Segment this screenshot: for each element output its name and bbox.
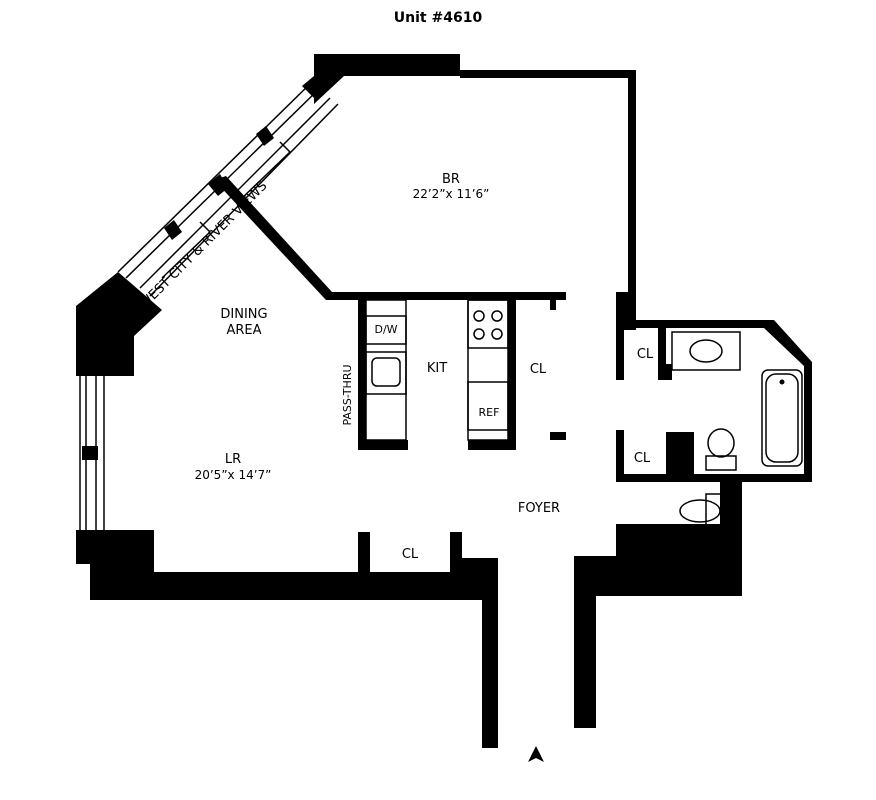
sink-bottom	[636, 545, 668, 569]
dishwasher	[365, 315, 407, 345]
refrigerator	[467, 381, 509, 431]
unit-title: Unit #4610	[394, 10, 483, 26]
kit-label: KIT	[427, 361, 447, 376]
br-dims: 22’2”x 11’6”	[413, 187, 490, 201]
toilet	[707, 428, 735, 458]
toilet-tank	[705, 493, 723, 529]
dining-label-line1: DINING	[220, 307, 267, 322]
cl-lr-label: CL	[402, 547, 419, 562]
sink	[371, 357, 401, 387]
foyer-label: FOYER	[518, 501, 560, 516]
sink-top	[689, 339, 723, 363]
passthru-label: PASS-THRU	[341, 364, 354, 425]
br-label: BR	[442, 172, 460, 187]
toilet-bowl	[679, 499, 721, 523]
stove	[467, 299, 509, 349]
bathtub	[761, 369, 803, 467]
walls	[76, 54, 812, 748]
bath-fixtures	[627, 331, 803, 575]
vanity-top	[671, 331, 741, 371]
cl-bath-bottom-label: CL	[634, 451, 651, 466]
window-walls	[79, 76, 339, 530]
cl-kitchen-label: CL	[530, 362, 547, 377]
lr-dims: 20’5”x 14’7”	[195, 468, 272, 482]
vanity-bottom	[627, 539, 721, 575]
kitchen-fixtures	[365, 299, 509, 441]
dining-label-line2: AREA	[226, 323, 261, 338]
entry-arrow-icon	[528, 746, 544, 762]
lr-label: LR	[225, 452, 241, 467]
cl-bath-top-label: CL	[637, 347, 654, 362]
dw-label: D/W	[374, 323, 397, 336]
ref-label: REF	[479, 406, 500, 419]
sink-box	[365, 351, 407, 395]
